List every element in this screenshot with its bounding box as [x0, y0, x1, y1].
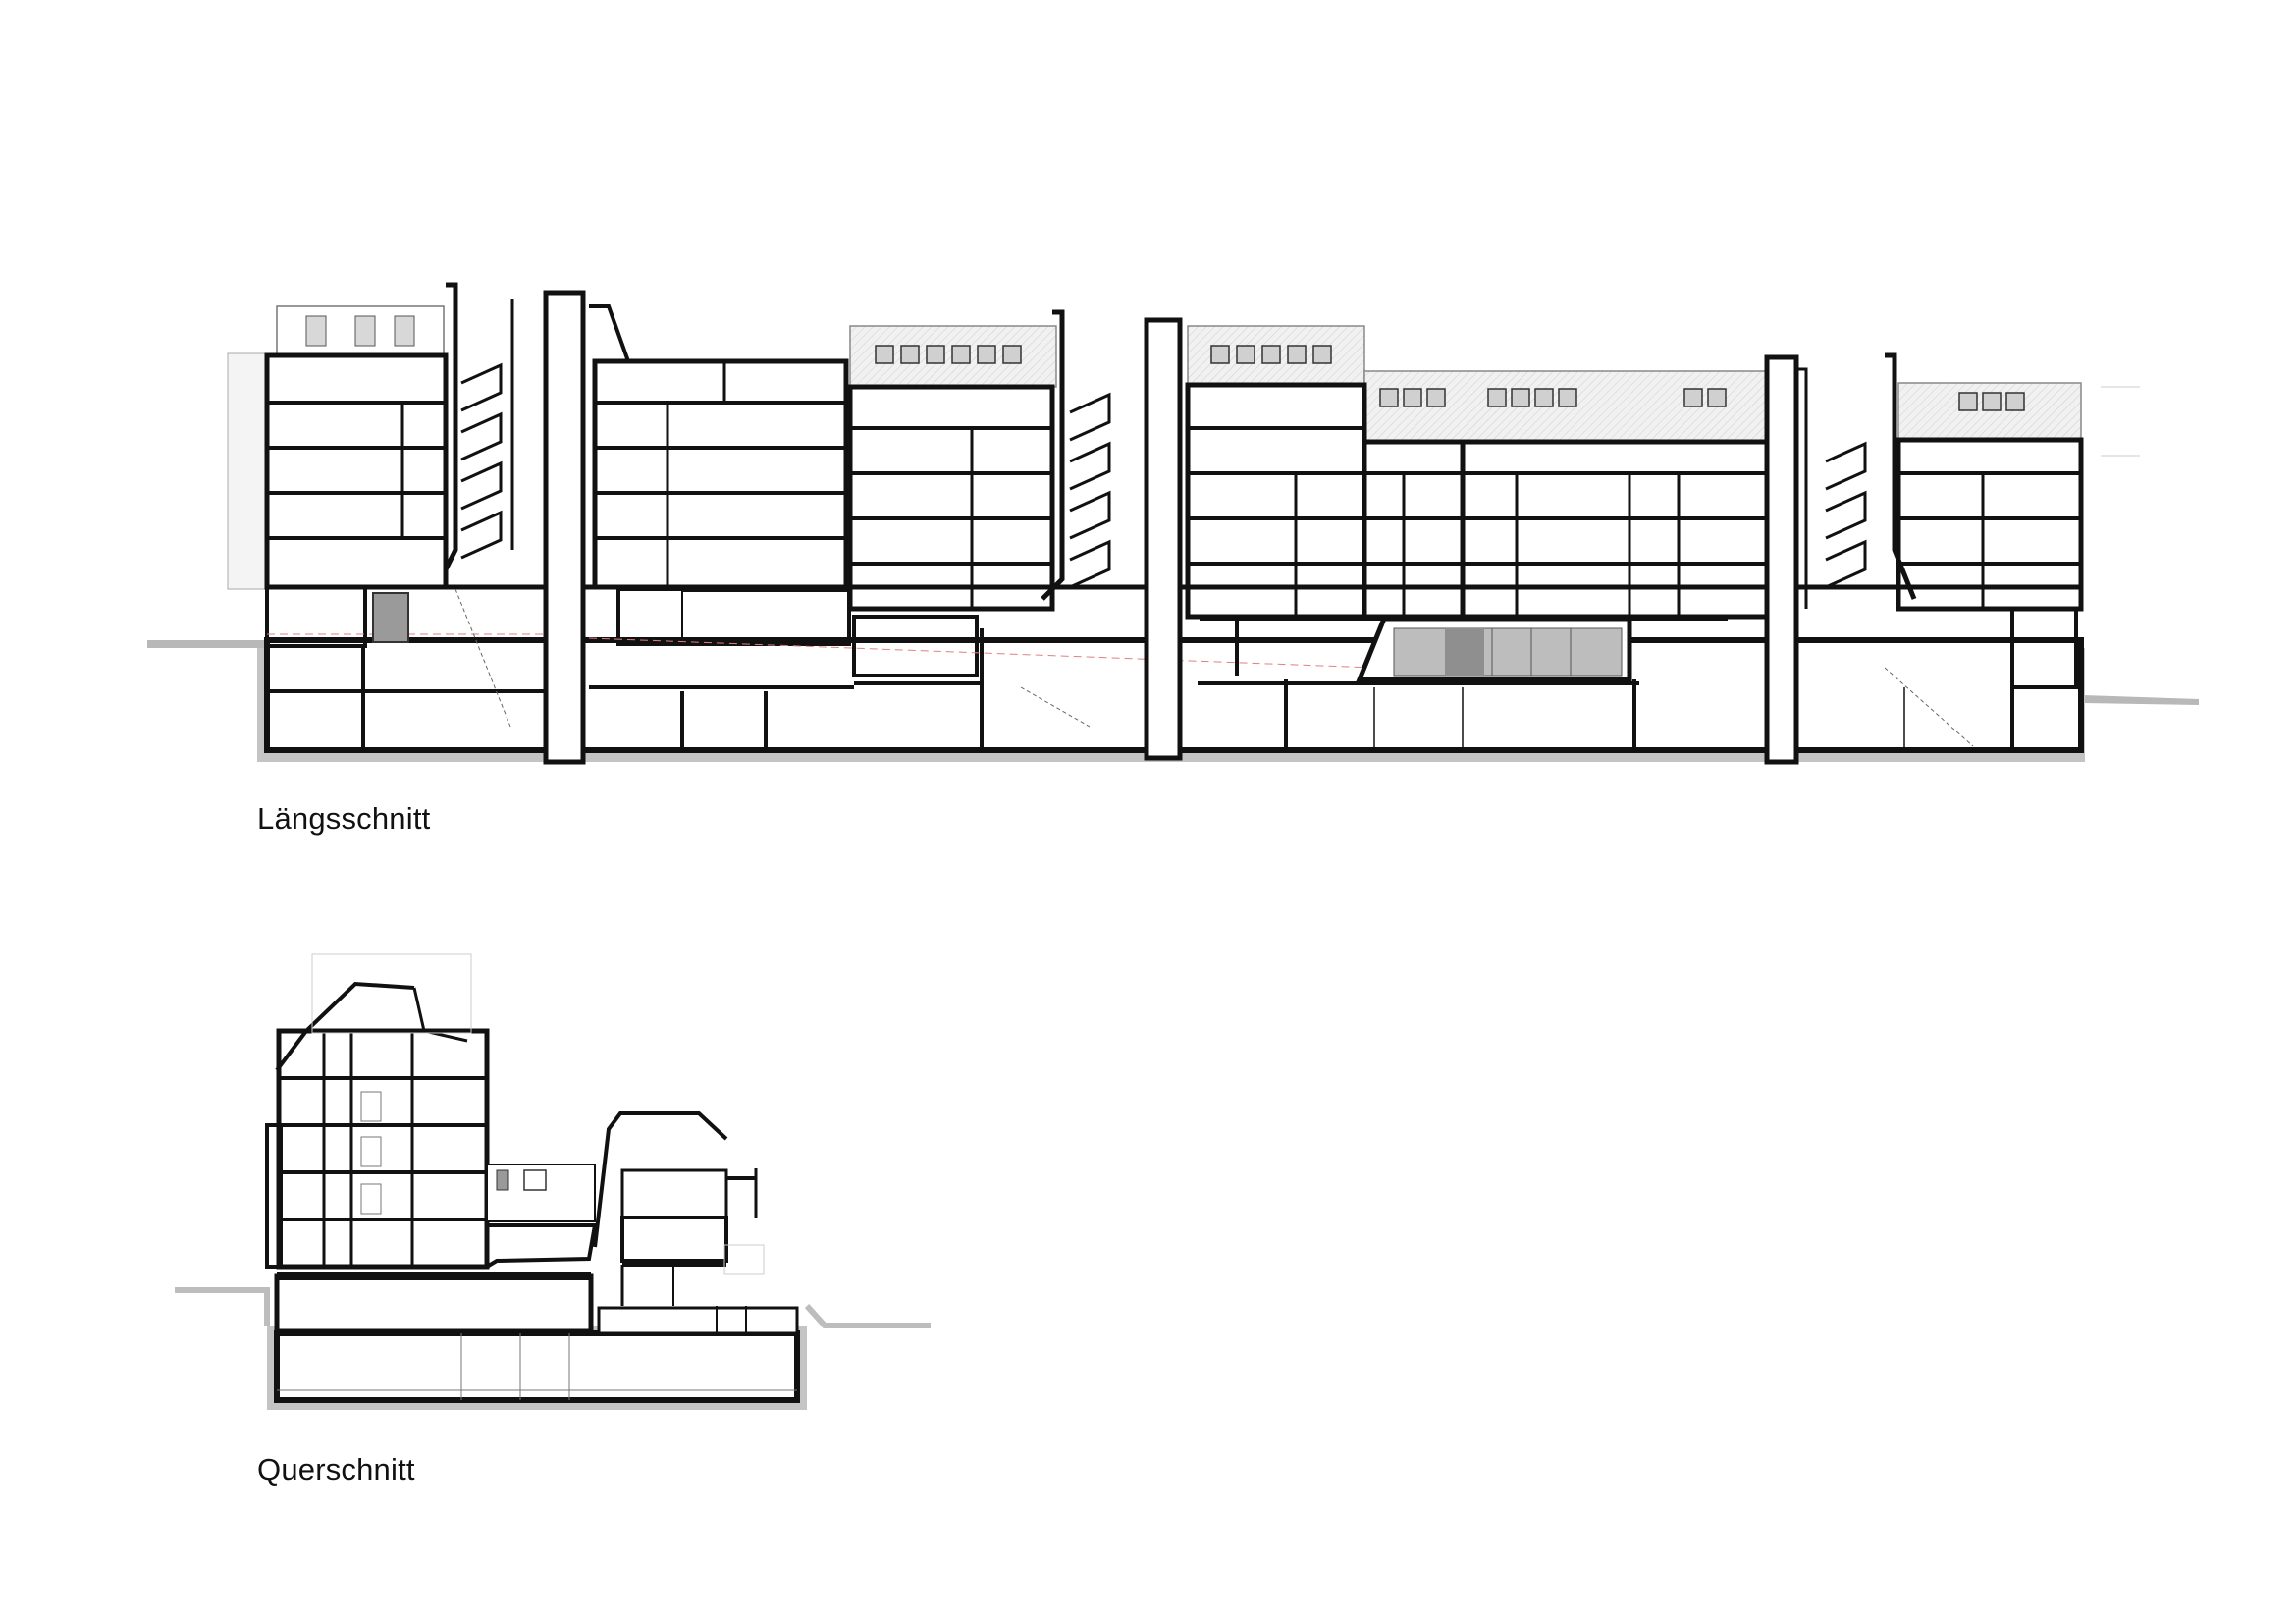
longitudinal-section: [147, 282, 2199, 765]
building-block-1: [227, 305, 449, 643]
cross-section: [175, 981, 931, 1410]
building-block-2: [589, 304, 849, 590]
link-bridge: [485, 1164, 598, 1269]
context-outlines: [311, 386, 2140, 1275]
glazed-atrium: [1356, 616, 1632, 682]
basement-levels: [274, 1272, 800, 1403]
cross-section-caption: Querschnitt: [257, 1452, 415, 1487]
longitudinal-section-caption: Längsschnitt: [257, 801, 431, 836]
main-block: [265, 981, 490, 1270]
building-block-4: [1185, 325, 1770, 620]
stair-core-2: [1020, 309, 1183, 761]
building-block-3: [847, 325, 1057, 612]
building-block-5: [1896, 382, 2084, 612]
right-block: [593, 1111, 758, 1306]
stair-core-3: [1764, 352, 1974, 765]
stair-core-1: [443, 282, 586, 765]
